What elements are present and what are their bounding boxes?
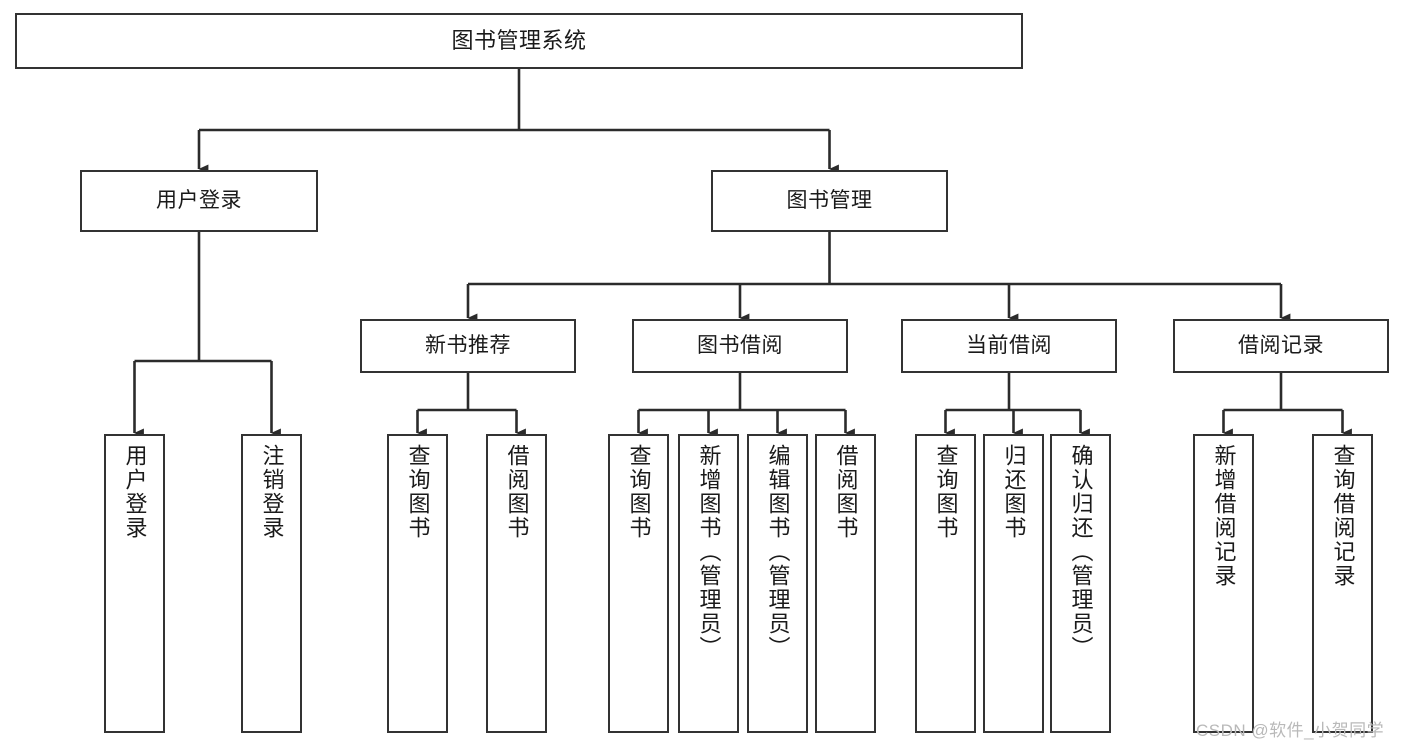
node-label: 新增借阅记录 [1211,444,1237,588]
node-new-book-rec[interactable]: 新书推荐 [360,319,576,373]
node-root[interactable]: 图书管理系统 [15,13,1023,69]
node-current-borrow[interactable]: 当前借阅 [901,319,1117,373]
node-leaf-borrow-book-2[interactable]: 借阅图书 [815,434,876,733]
node-leaf-return-book[interactable]: 归还图书 [983,434,1044,733]
node-label: 查询图书 [933,444,959,540]
node-leaf-edit-book[interactable]: 编辑图书（管理员） [747,434,808,733]
node-leaf-query-book-3[interactable]: 查询图书 [915,434,976,733]
node-label: 查询图书 [626,444,652,540]
node-label: 借阅图书 [504,444,530,540]
node-label: 查询图书 [405,444,431,540]
node-label: 图书管理 [786,189,873,213]
node-book-manage[interactable]: 图书管理 [711,170,948,232]
node-label: 新增图书（管理员） [696,444,722,660]
node-leaf-user-login[interactable]: 用户登录 [104,434,165,733]
node-leaf-borrow-book-1[interactable]: 借阅图书 [486,434,547,733]
node-label: 注销登录 [259,444,285,540]
node-label: 用户登录 [122,444,148,540]
node-label: 编辑图书（管理员） [765,444,791,660]
node-borrow-record[interactable]: 借阅记录 [1173,319,1389,373]
node-label: 用户登录 [156,189,242,213]
node-leaf-confirm-return[interactable]: 确认归还（管理员） [1050,434,1111,733]
node-leaf-add-record[interactable]: 新增借阅记录 [1193,434,1254,733]
node-leaf-query-book-1[interactable]: 查询图书 [387,434,448,733]
node-leaf-logout[interactable]: 注销登录 [241,434,302,733]
node-label: 新书推荐 [425,334,511,358]
node-label: 借阅记录 [1238,334,1324,358]
node-label: 图书管理系统 [451,27,587,53]
node-label: 借阅图书 [833,444,859,540]
node-label: 确认归还（管理员） [1068,444,1094,660]
node-label: 归还图书 [1001,444,1027,540]
node-user-login[interactable]: 用户登录 [80,170,318,232]
node-leaf-add-book[interactable]: 新增图书（管理员） [678,434,739,733]
node-label: 当前借阅 [966,334,1052,358]
node-label: 查询借阅记录 [1330,444,1356,588]
node-leaf-query-book-2[interactable]: 查询图书 [608,434,669,733]
node-book-borrow[interactable]: 图书借阅 [632,319,848,373]
node-label: 图书借阅 [697,334,783,358]
csdn-watermark: CSDN @软件_小贺同学 [1196,721,1385,740]
node-leaf-query-record[interactable]: 查询借阅记录 [1312,434,1373,733]
